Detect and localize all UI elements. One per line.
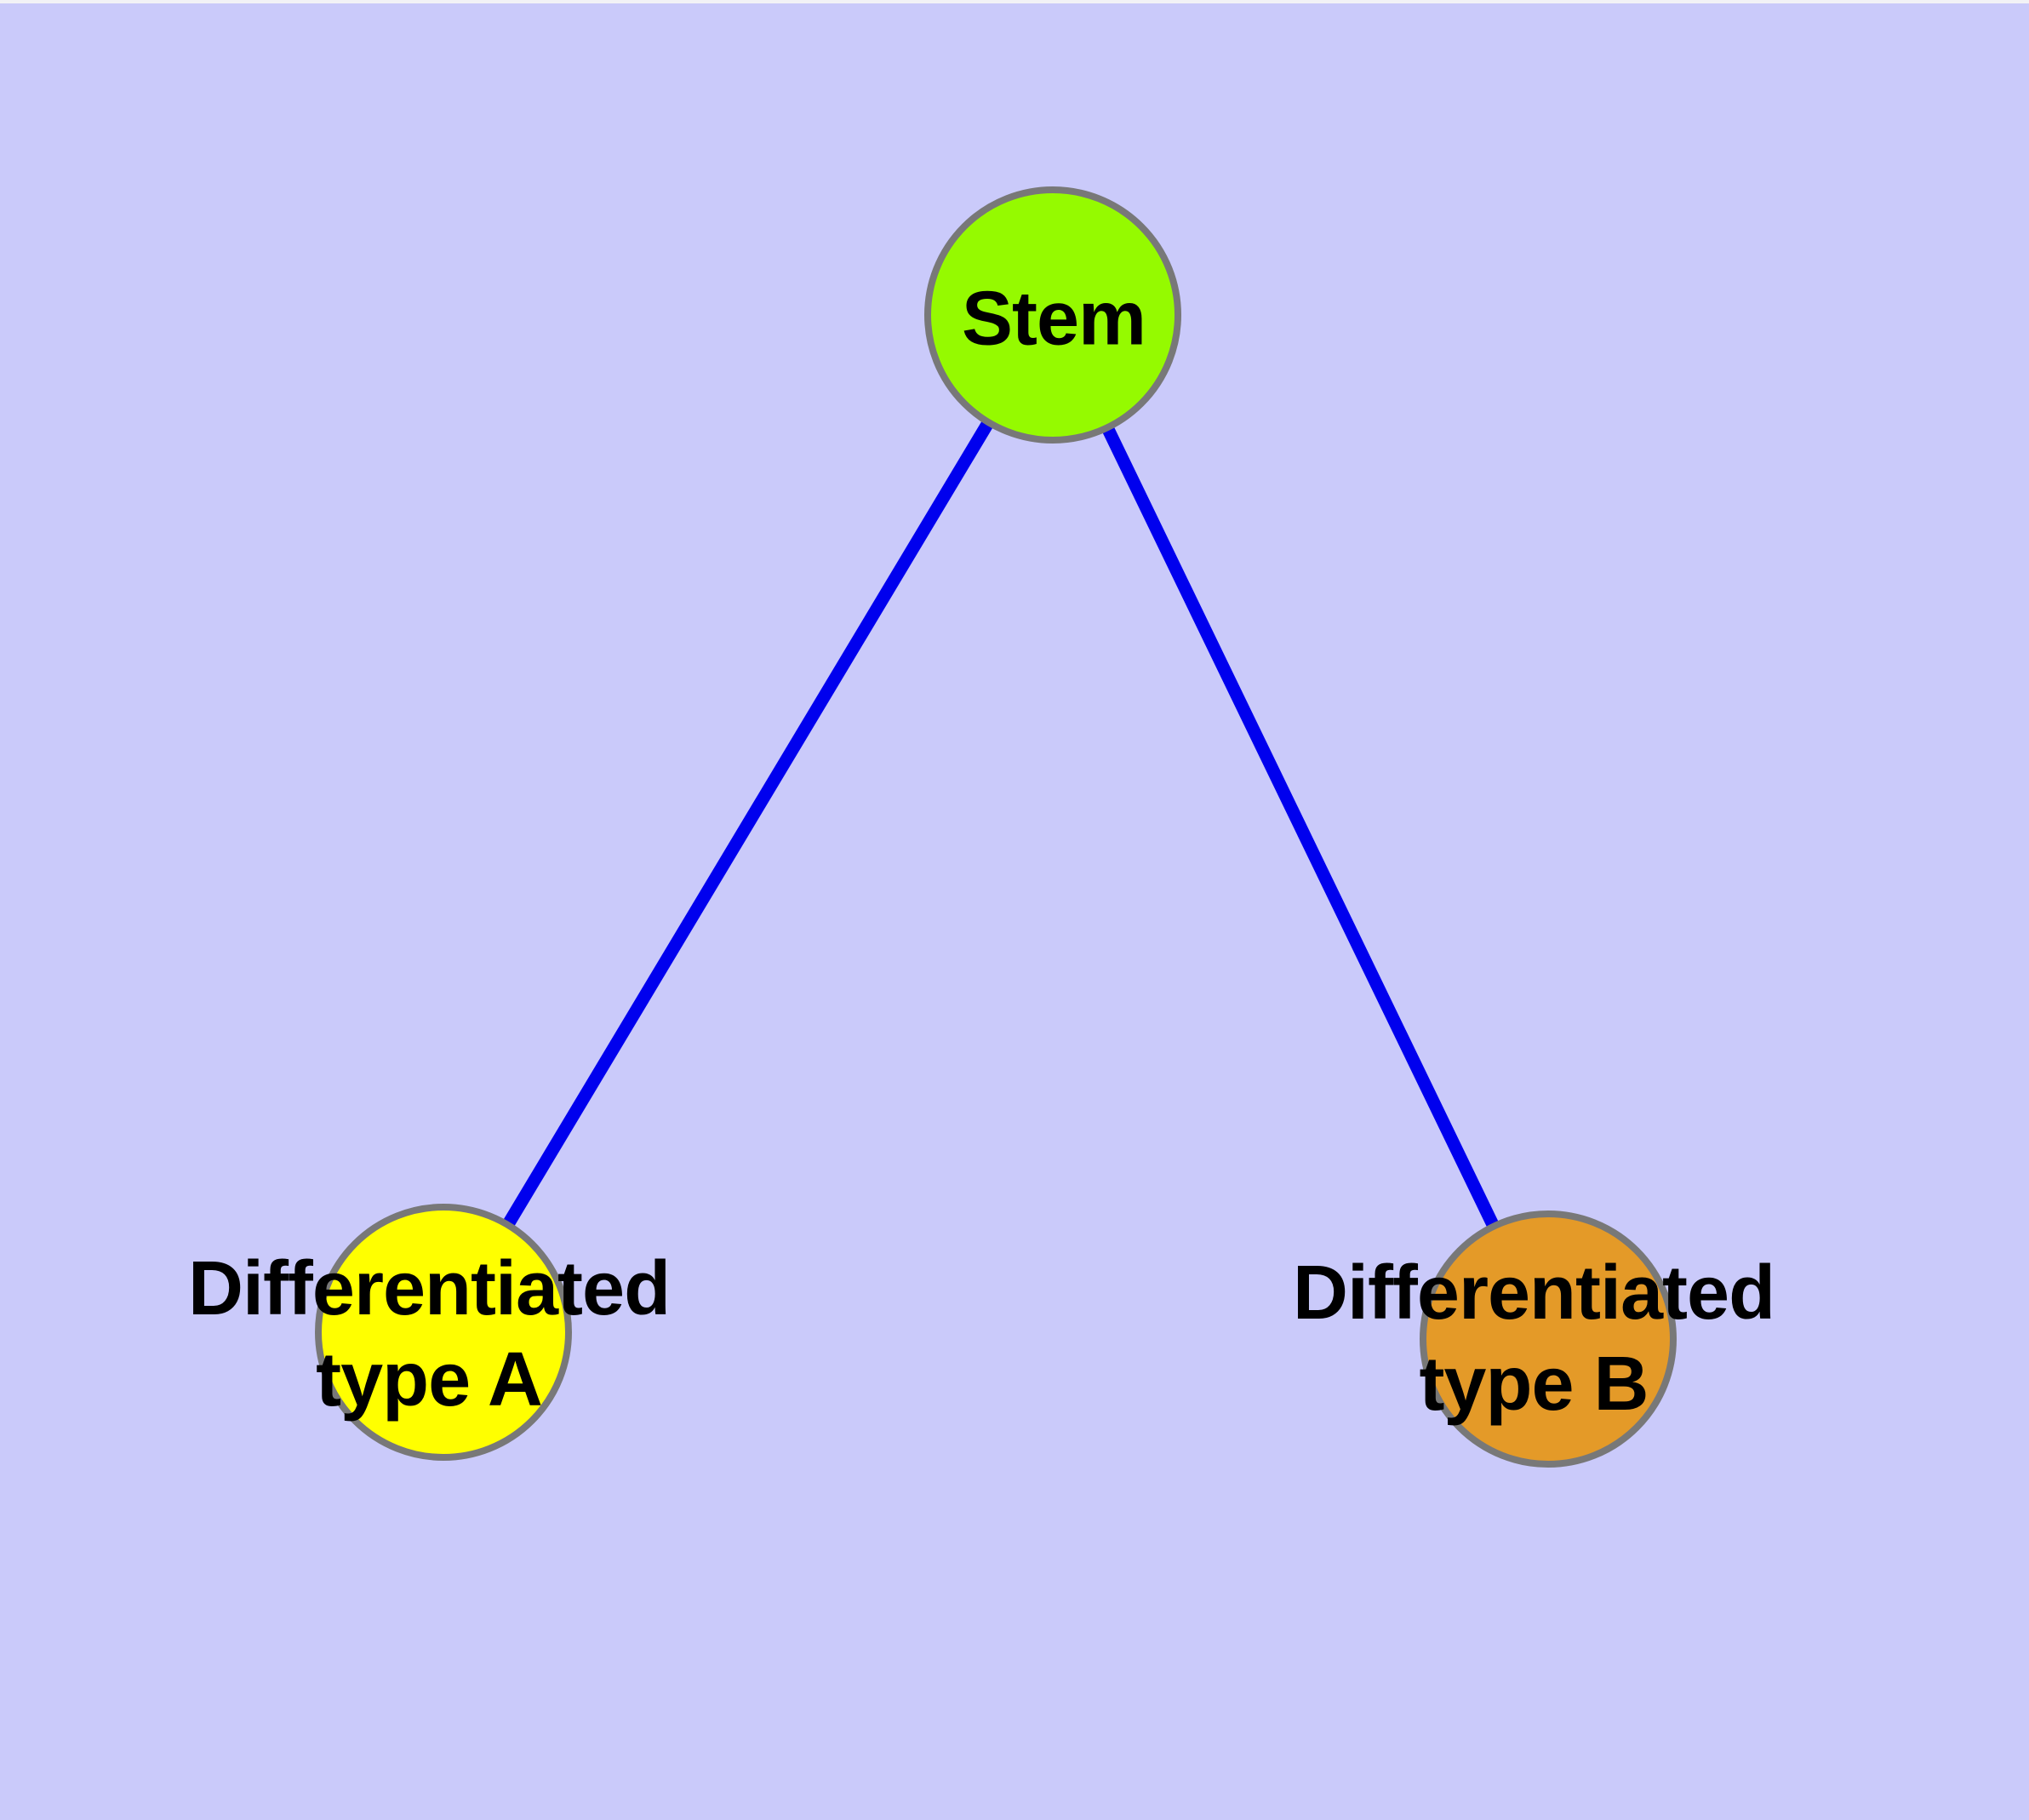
edge-stem-to-type-a	[437, 312, 1059, 1336]
node-stem-circle	[924, 186, 1181, 444]
node-label-stem: Stem	[961, 276, 1146, 362]
node-type-a-circle	[315, 1204, 572, 1461]
top-border-strip	[0, 0, 2029, 3]
node-label-type-a: Differentiated type A	[187, 1246, 671, 1422]
node-type-b-circle	[1420, 1210, 1677, 1468]
node-label-type-b: Differentiated type B	[1292, 1251, 1775, 1427]
edge-stem-to-type-b	[1047, 312, 1554, 1342]
